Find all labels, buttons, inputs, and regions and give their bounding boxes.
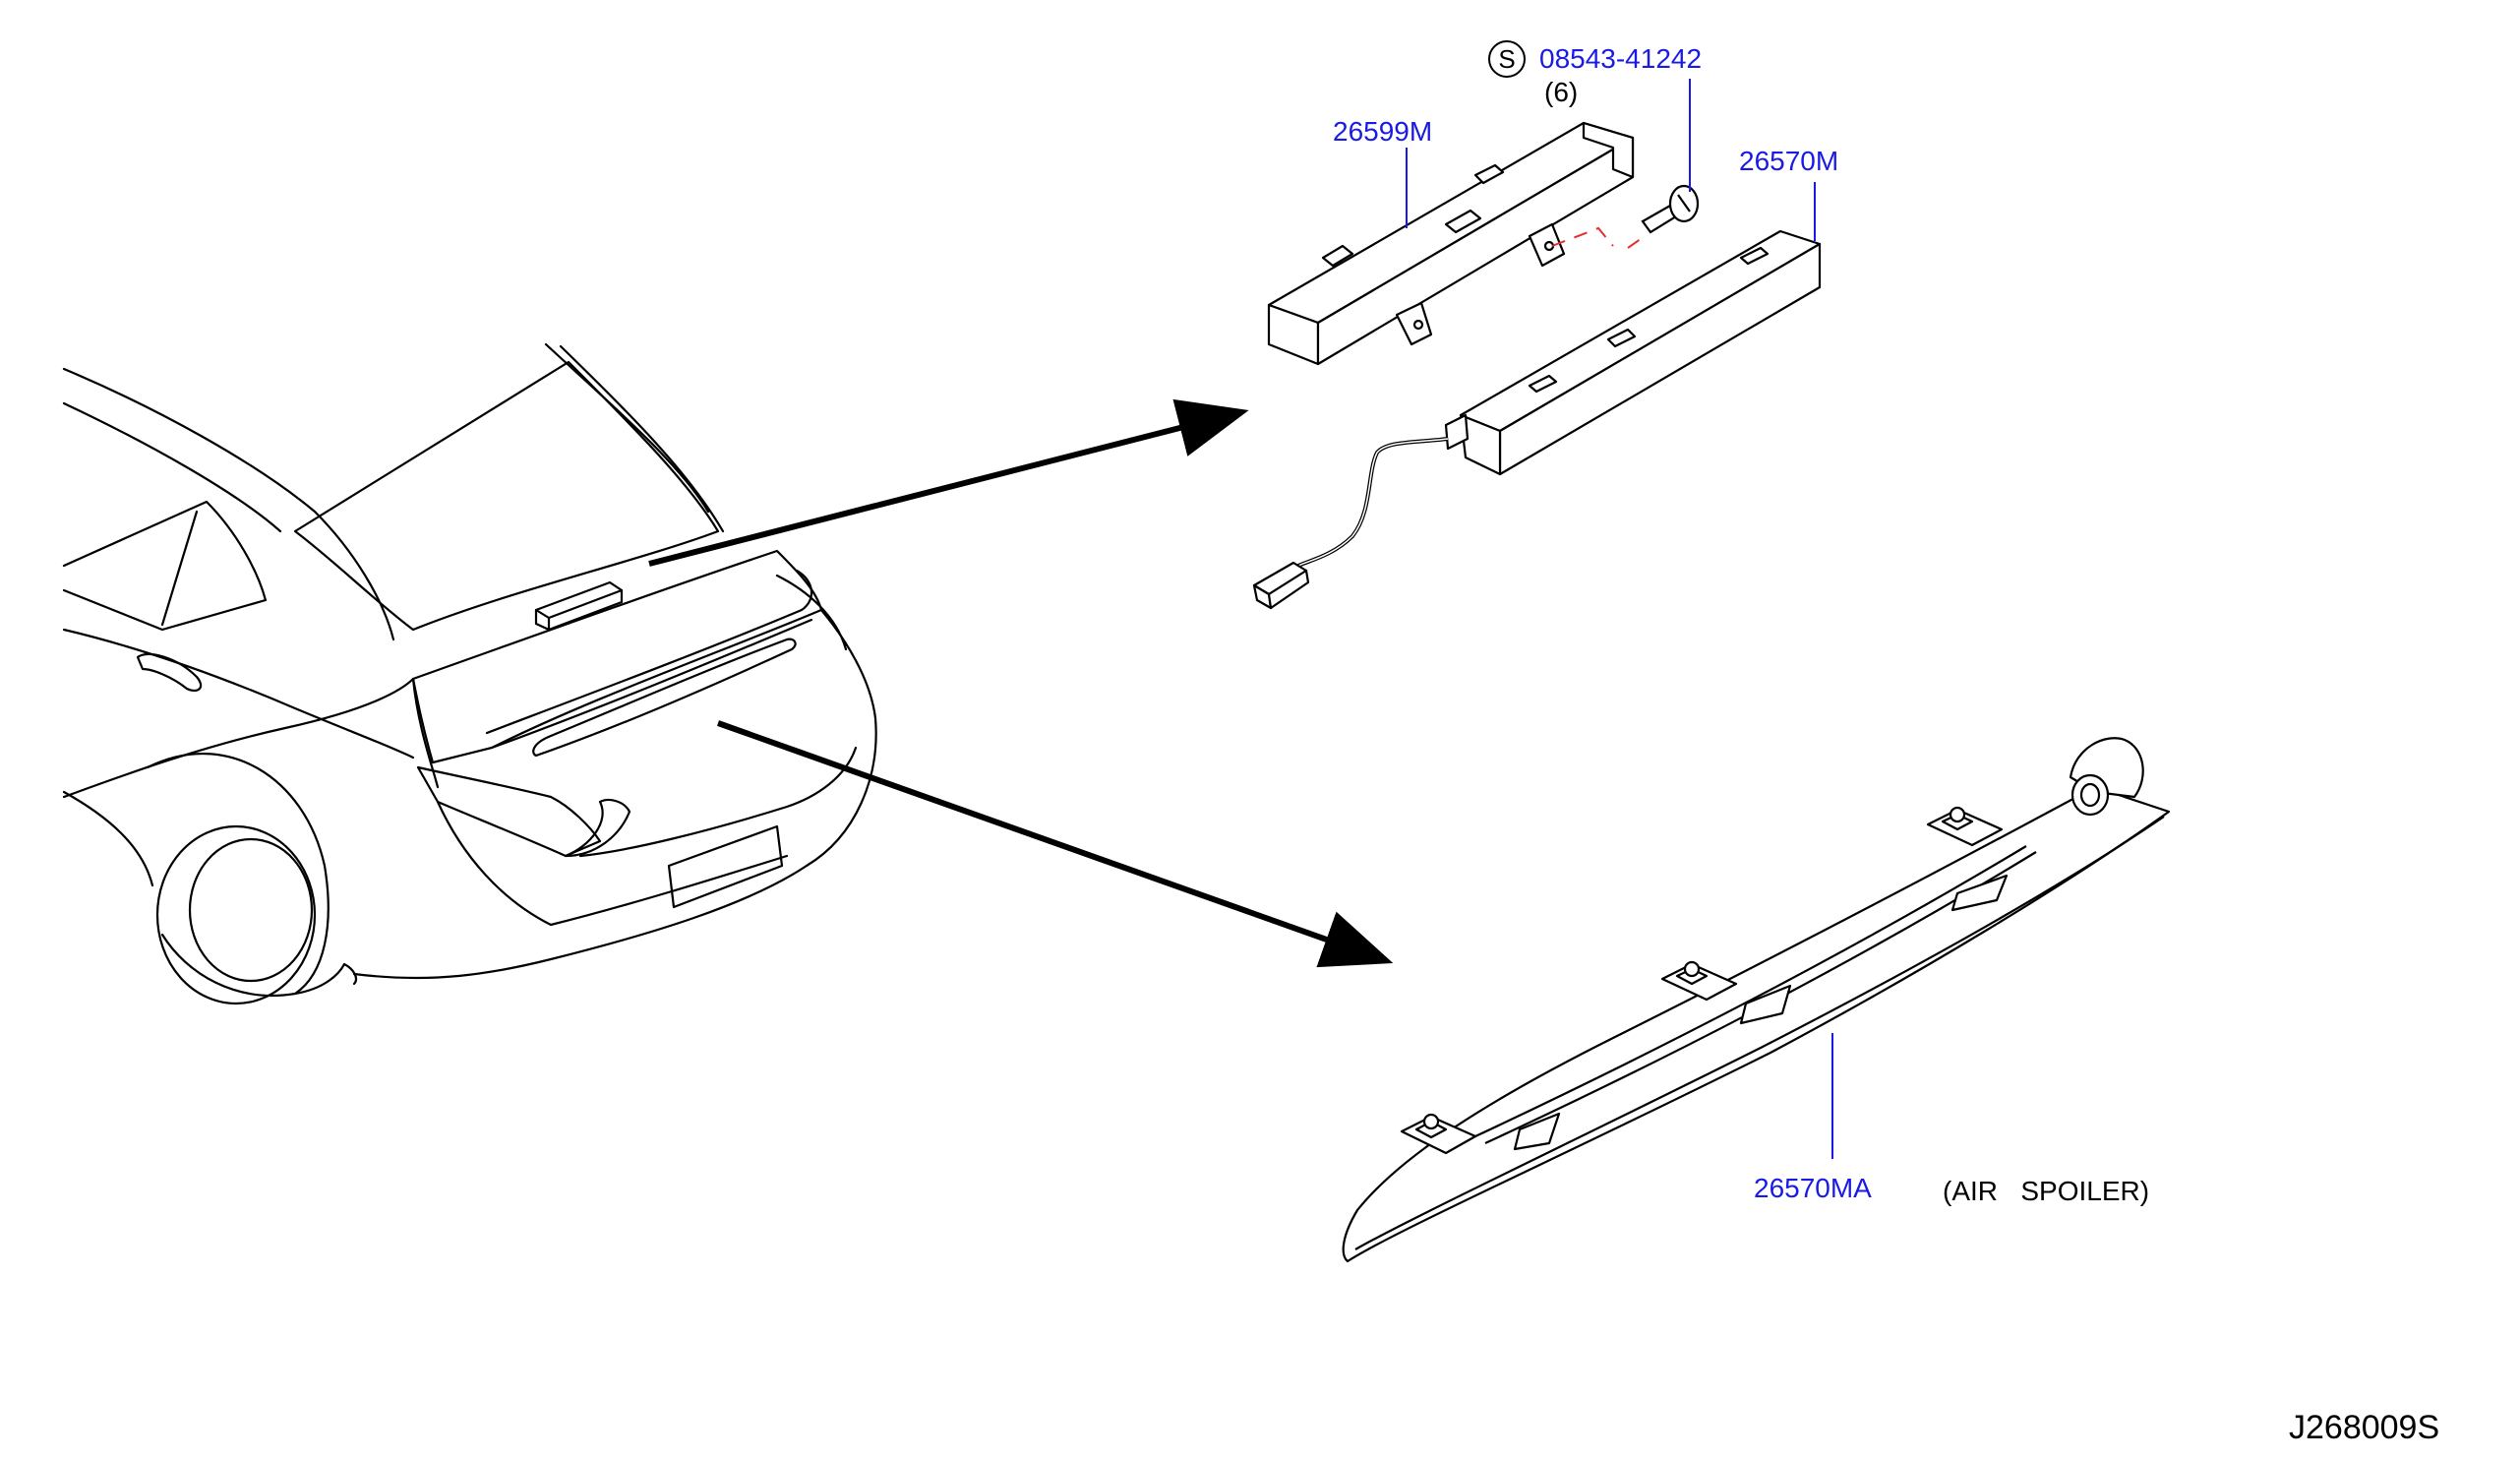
screw-hidden-line: [1551, 226, 1646, 249]
diagram-reference: J268009S: [2289, 1409, 2440, 1446]
lamp-cover-part-number: 26599M: [1333, 116, 1433, 147]
leader-lines: [1406, 79, 1833, 1159]
spoiler-part-number: 26570MA: [1754, 1173, 1872, 1203]
lamp-part-number: 26570M: [1739, 146, 1839, 176]
lamp-cover-part: [1267, 121, 1635, 366]
arrow-to-spoiler: [716, 720, 1394, 968]
standard-part-marker: S: [1488, 40, 1526, 78]
air-spoiler-part: [1342, 737, 2171, 1263]
pointer-arrows: [648, 398, 1394, 968]
screw-part: [1641, 184, 1700, 234]
arrow-to-lamp: [648, 398, 1249, 567]
spoiler-note: (AIR SPOILER): [1943, 1176, 2150, 1206]
screw-part-number: 08543-41242: [1539, 43, 1703, 74]
screw-quantity: (6): [1544, 77, 1579, 107]
car-illustration: [62, 342, 877, 1005]
lamp-assembly-part: [1252, 229, 1822, 610]
